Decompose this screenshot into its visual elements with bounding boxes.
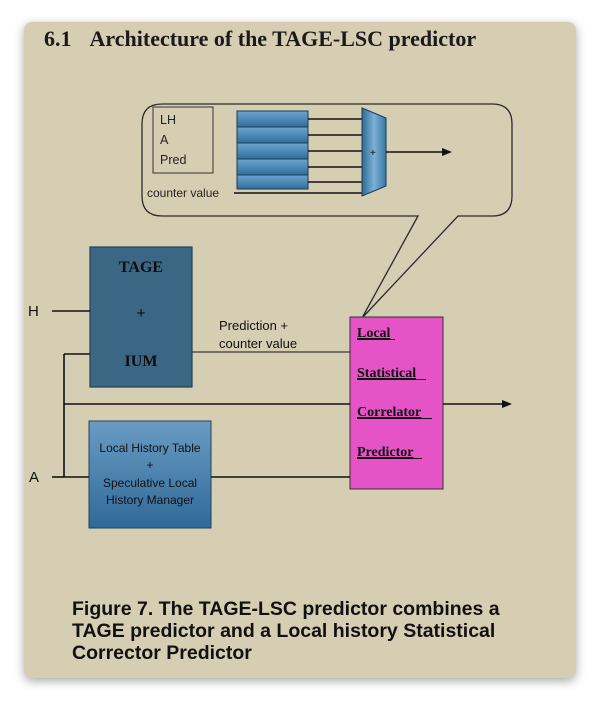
- callout-bubble: [141, 103, 513, 319]
- lscp-statistical-label: Statistical: [357, 366, 416, 381]
- figure-caption: Figure 7. The TAGE-LSC predictor combine…: [72, 598, 572, 664]
- table-to-adder-lines: [234, 118, 362, 194]
- local-history-plus-label: +: [146, 458, 153, 472]
- adder-symbol: +: [370, 148, 376, 159]
- tage-label: TAGE: [119, 259, 163, 276]
- inset-label-lh: LH: [160, 113, 176, 127]
- counter-value-label: counter value: [147, 186, 219, 200]
- adder-output-arrowhead: [442, 148, 452, 156]
- lscp-correlator-label: Correlator: [357, 405, 421, 420]
- ium-label: IUM: [125, 353, 158, 370]
- caption-line: Figure 7. The TAGE-LSC predictor combine…: [72, 598, 500, 620]
- local-history-block: [88, 420, 212, 529]
- lscp-predictor-label: Predictor: [357, 445, 414, 460]
- inset-label-box: [152, 106, 214, 174]
- adder-unit: [361, 107, 387, 197]
- counter-table: [236, 110, 309, 190]
- table-row: [236, 110, 309, 128]
- wiring: [52, 310, 504, 478]
- lscp-local-label: Local: [357, 326, 391, 341]
- tage-plus-label: +: [136, 305, 145, 322]
- section-number: 6.1: [44, 26, 72, 51]
- table-row: [236, 126, 309, 144]
- h-input-label: H: [28, 303, 39, 320]
- table-row: [236, 174, 309, 190]
- a-input-label: A: [29, 469, 39, 486]
- prediction-counter-label: counter value: [219, 336, 297, 351]
- section-title: Architecture of the TAGE-LSC predictor: [89, 26, 477, 51]
- inset-label-a: A: [160, 133, 169, 147]
- speculative-local-label: Speculative Local: [103, 476, 197, 490]
- local-history-table-label: Local History Table: [99, 441, 200, 455]
- history-manager-label: History Manager: [106, 493, 194, 507]
- table-row: [236, 158, 309, 176]
- output-arrowhead: [502, 400, 512, 408]
- lscp-block: [349, 316, 444, 490]
- prediction-label: Prediction +: [219, 318, 288, 333]
- inset-label-pred: Pred: [160, 153, 186, 167]
- table-row: [236, 142, 309, 160]
- tage-ium-block: [89, 246, 193, 388]
- caption-line: TAGE predictor and a Local history Stati…: [72, 620, 496, 642]
- section-heading: 6.1 Architecture of the TAGE-LSC predicto…: [44, 26, 476, 52]
- caption-line: Corrector Predictor: [72, 642, 252, 664]
